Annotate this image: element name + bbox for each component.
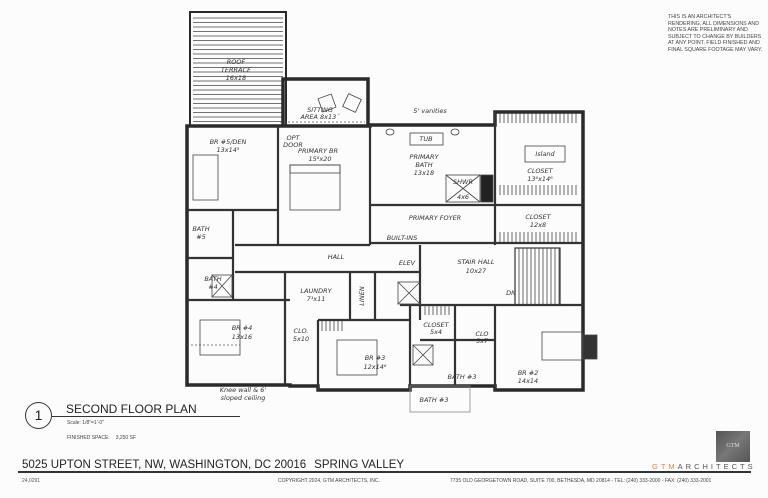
label-primary-foyer: PRIMARY FOYER	[409, 214, 461, 222]
copyright: COPYRIGHT 2024, GTM ARCHITECTS, INC.	[278, 478, 380, 484]
label-br3-dim: 12x14⁶	[364, 363, 387, 371]
label-bath4-num: #4	[208, 283, 218, 291]
finished-space: FINISHED SPACE: 3,250 SF	[67, 435, 136, 441]
label-br5-den: BR #5/DEN	[210, 138, 247, 146]
label-br5-dim: 13x14⁵	[217, 146, 240, 154]
label-primary-br-dim: 15⁶x20	[309, 155, 332, 163]
office-address: 7735 OLD GEORGETOWN ROAD, SUITE 700, BET…	[450, 478, 712, 484]
label-laundry-dim: 7¹x11	[307, 295, 326, 303]
label-stair-hall: STAIR HALL	[457, 258, 494, 266]
finished-space-label: FINISHED SPACE:	[67, 435, 110, 441]
address: 5025 UPTON STREET, NW, WASHINGTON, DC 20…	[22, 459, 307, 471]
label-primary-bath-dim: 13x18	[414, 169, 434, 177]
label-closet-5x4: CLOSET	[423, 321, 449, 329]
roof-terrace	[189, 11, 287, 127]
label-bath5-num: #5	[196, 233, 206, 241]
label-primary-br: PRIMARY BR	[298, 147, 338, 155]
label-roof-terrace-2: TERRACE	[221, 66, 252, 74]
label-primary-bath-2: BATH	[415, 161, 432, 169]
label-closet-5x10-dim: 5x10	[293, 335, 309, 343]
label-closet-5x4-dim: 5x4	[430, 328, 442, 336]
drawing-title: SECOND FLOOR PLAN	[66, 402, 197, 416]
label-shower-dim: 4x6	[457, 193, 469, 201]
label-built-ins: BUILT-INS	[387, 234, 418, 242]
label-stair-down: DN	[506, 289, 516, 297]
label-closet-dim: 13⁶x14⁶	[527, 175, 553, 183]
label-knee-wall: Knee wall & 6'	[220, 386, 267, 394]
label-island: Island	[535, 150, 555, 158]
staircase	[514, 247, 561, 306]
label-closet: CLOSET	[527, 167, 553, 175]
project-number: 24,0291	[22, 478, 41, 484]
disclaimer-note: This is an architect's rendering, all di…	[668, 14, 763, 53]
label-closet-2: CLOSET	[525, 213, 551, 221]
label-closet-2-dim: 12x8	[530, 221, 546, 229]
label-bath3: BATH #3	[448, 373, 477, 381]
label-br4-dim: 13x16	[232, 333, 252, 341]
label-bath3-note: BATH #3	[420, 396, 449, 404]
finished-space-value: 3,250 SF	[115, 435, 136, 441]
label-roof-terrace-dim: 16x18	[226, 74, 246, 82]
label-sitting-area: SITTING	[307, 106, 333, 114]
logo-gtm: GTM	[652, 462, 678, 471]
label-hall: HALL	[328, 253, 345, 261]
label-br2-dim: 14x14	[518, 377, 538, 385]
gtm-logo-mark: GTM	[716, 431, 750, 462]
title-underline	[52, 416, 240, 417]
label-br3: BR #3	[365, 354, 386, 362]
project-address: 5025 UPTON STREET, NW, WASHINGTON, DC 20…	[22, 459, 404, 471]
label-closet-5x10: CLO.	[294, 327, 309, 335]
label-tub: TUB	[419, 135, 433, 143]
label-stair-hall-dim: 10x27	[466, 267, 487, 275]
drawing-number: 1	[25, 402, 52, 429]
label-opt-door-2: DOOR	[283, 141, 303, 149]
label-roof-terrace: ROOF	[227, 58, 246, 66]
drawing-scale: Scale: 1/8"=1'-0"	[67, 420, 104, 426]
exterior-walls	[185, 110, 585, 392]
label-linen: LINEN	[358, 286, 366, 306]
label-br4: BR #4	[232, 324, 253, 332]
label-opt-door: OPT	[286, 134, 300, 142]
label-sloped-ceiling: sloped ceiling	[221, 394, 266, 402]
logo-architects: ARCHITECTS	[677, 462, 756, 471]
label-laundry: LAUNDRY	[300, 287, 332, 295]
label-sitting-area-2: AREA 8x13´	[299, 113, 340, 121]
label-vanities: 5' vanities	[413, 107, 447, 115]
label-closet-5x7: CLO	[475, 330, 488, 338]
label-shower: SHWR	[453, 178, 473, 186]
label-primary-bath: PRIMARY	[410, 153, 440, 161]
label-bath4: BATH	[204, 275, 221, 283]
label-bath5: BATH	[192, 225, 209, 233]
gtm-architects-logo: GTMARCHITECTS	[652, 462, 756, 471]
label-closet-5x7-dim: 5x7	[476, 337, 489, 345]
label-br2: BR #2	[518, 369, 539, 377]
neighborhood: SPRING VALLEY	[314, 459, 405, 471]
footer-rule	[18, 471, 751, 473]
label-elevator: ELEV	[399, 259, 416, 267]
